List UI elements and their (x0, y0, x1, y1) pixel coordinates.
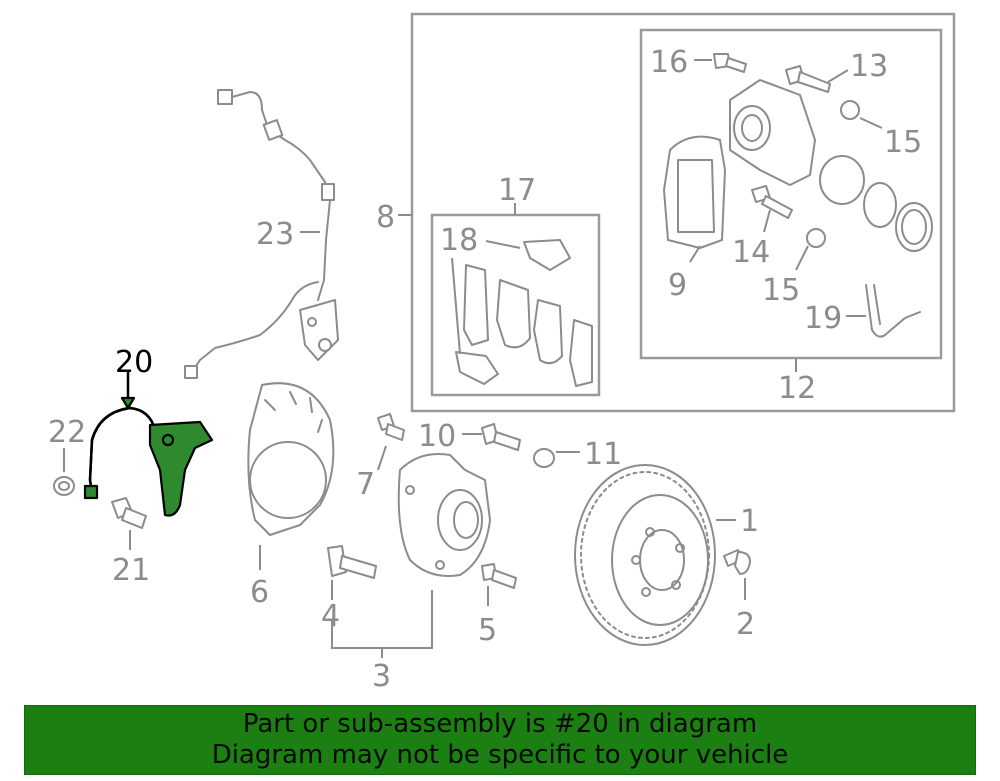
callout-14: 14 (732, 235, 770, 270)
part-20-brake-hose (83, 370, 214, 517)
callout-2: 2 (736, 607, 755, 642)
callout-23: 23 (256, 217, 294, 252)
banner-line-2: Diagram may not be specific to your vehi… (211, 740, 789, 770)
callout-17: 17 (498, 173, 536, 208)
callout-15b: 15 (762, 273, 800, 308)
part-12-caliper-assembly (663, 53, 933, 372)
part-23-sensor-harness (184, 89, 339, 379)
assembly-box-12 (639, 28, 943, 360)
part-21-bolt (111, 497, 147, 550)
part-22-washer (53, 448, 75, 496)
callout-20: 20 (115, 345, 153, 380)
callout-6: 6 (250, 575, 269, 610)
callout-16: 16 (650, 45, 688, 80)
callout-9: 9 (668, 268, 687, 303)
callout-10: 10 (418, 419, 456, 454)
part-17-pad-kit (398, 203, 593, 387)
banner-line-1: Part or sub-assembly is #20 in diagram (242, 709, 758, 739)
callout-3: 3 (372, 659, 391, 694)
assembly-box-8 (410, 12, 956, 413)
part-4-bolt (327, 545, 377, 600)
part-7-bolt (377, 413, 405, 471)
part-11-snap-ring (533, 448, 580, 468)
callout-5: 5 (478, 613, 497, 648)
callout-18: 18 (440, 223, 478, 258)
callout-7: 7 (356, 467, 375, 502)
callout-8: 8 (376, 200, 395, 235)
callout-13: 13 (850, 49, 888, 84)
callout-22: 22 (48, 415, 86, 450)
part-1-brake-disc (574, 464, 736, 646)
callout-12: 12 (778, 371, 816, 406)
callout-1: 1 (740, 504, 759, 539)
callout-11: 11 (584, 437, 622, 472)
part-5-bolt (481, 563, 517, 606)
part-10-bolt (462, 423, 521, 451)
callout-21: 21 (112, 553, 150, 588)
part-3-hub-assembly (331, 453, 491, 658)
callout-15a: 15 (884, 125, 922, 160)
callout-4: 4 (321, 599, 340, 634)
info-banner: Part or sub-assembly is #20 in diagram D… (24, 705, 976, 775)
part-2-bolt (723, 549, 751, 600)
part-6-dust-shield (247, 382, 335, 570)
callout-19: 19 (804, 301, 842, 336)
